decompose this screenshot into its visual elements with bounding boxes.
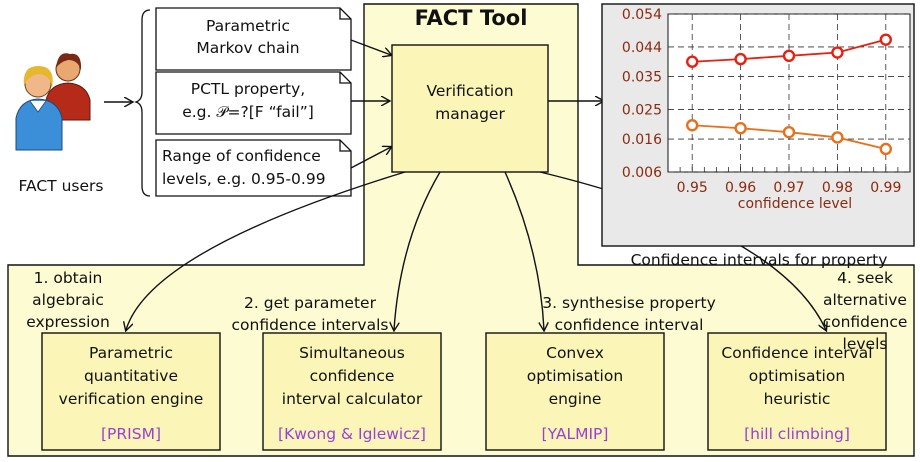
step-4-line-3: confidence: [822, 313, 908, 331]
engine-2-line-3: interval calculator: [281, 390, 423, 408]
data-point: [686, 119, 699, 132]
engine-3-tool: [YALMIP]: [541, 425, 609, 443]
property-input-line-1: PCTL property,: [190, 80, 306, 98]
engine-1-line-1: Parametric: [89, 344, 173, 362]
step-4-line-2: alternative: [823, 291, 907, 309]
manager-line-1: Verification: [426, 82, 514, 100]
users-label: FACT users: [18, 177, 104, 195]
data-point: [686, 55, 699, 68]
engine-3-line-1: Convex: [546, 344, 604, 362]
data-point: [734, 122, 747, 135]
x-tick-label: 0.98: [822, 180, 853, 196]
model-input-doc: [155, 7, 352, 71]
step-4-line-1: 4. seek: [837, 269, 893, 287]
engine-3-line-2: optimisation: [526, 367, 624, 385]
x-tick-label: 0.95: [677, 180, 708, 196]
engine-4-line-3: heuristic: [763, 390, 831, 408]
step-2-line-1: 2. get parameter: [244, 294, 376, 312]
users-icon: [15, 53, 91, 151]
x-tick-label: 0.97: [773, 180, 804, 196]
engine-2-line-1: Simultaneous: [299, 344, 405, 362]
y-tick-label: 0.054: [622, 7, 662, 23]
data-point: [831, 46, 844, 59]
engine-1-tool: [PRISM]: [101, 425, 161, 443]
y-tick-label: 0.016: [622, 132, 662, 148]
engine-2-line-2: confidence: [309, 367, 395, 385]
engine-3-line-3: engine: [548, 390, 602, 408]
engine-box-2: [262, 332, 442, 451]
y-tick-label: 0.006: [622, 165, 662, 181]
data-point: [831, 131, 844, 144]
step-3-line-1: 3. synthesise property: [542, 294, 716, 312]
x-axis-label: confidence level: [738, 196, 852, 212]
step-3-line-2: confidence interval: [554, 316, 704, 334]
engine-4-line-1: Confidence interval: [721, 344, 873, 362]
x-tick-label: 0.96: [725, 180, 756, 196]
property-input-line-2: e.g. 𝒫=?[F “fail”]: [182, 103, 314, 121]
step-2-line-2: confidence intervals: [231, 316, 389, 334]
engine-1-line-3: verification engine: [58, 390, 204, 408]
x-tick-label: 0.99: [870, 180, 901, 196]
data-point: [879, 142, 892, 156]
y-tick-label: 0.035: [622, 70, 662, 86]
data-point: [782, 125, 796, 139]
y-tick-label: 0.025: [622, 102, 662, 118]
model-input-line-2: Markov chain: [196, 39, 300, 57]
step-4-line-4: levels: [842, 335, 888, 353]
model-input-line-1: Parametric: [206, 17, 290, 35]
engine-box-1: [41, 332, 221, 451]
manager-line-2: manager: [435, 105, 505, 123]
confidence-input-line-2: levels, e.g. 0.95-0.99: [162, 170, 326, 188]
data-point: [734, 52, 747, 66]
confidence-input-doc: [155, 139, 352, 197]
engine-4-line-2: optimisation: [748, 367, 846, 385]
engine-1-line-2: quantitative: [83, 367, 179, 385]
engine-2-tool: [Kwong & Iglewicz]: [278, 425, 426, 443]
input-brace: [133, 9, 151, 197]
step-1-line-1: 1. obtain: [33, 269, 103, 287]
step-1-line-2: algebraic: [32, 291, 104, 309]
engine-box-3: [485, 332, 665, 451]
data-point: [879, 33, 892, 46]
step-1-line-3: expression: [26, 313, 110, 331]
property-input-doc: [155, 71, 352, 135]
chart-caption: Confidence intervals for property: [630, 251, 888, 269]
fact-tool-panel: [7, 3, 915, 457]
data-point: [782, 49, 796, 63]
verification-manager-box: [391, 44, 549, 173]
engine-box-4: [707, 332, 887, 451]
y-tick-label: 0.044: [622, 40, 662, 56]
engine-4-tool: [hill climbing]: [744, 425, 850, 443]
tool-title: FACT Tool: [414, 6, 528, 30]
confidence-input-line-1: Range of confidence: [162, 147, 321, 165]
